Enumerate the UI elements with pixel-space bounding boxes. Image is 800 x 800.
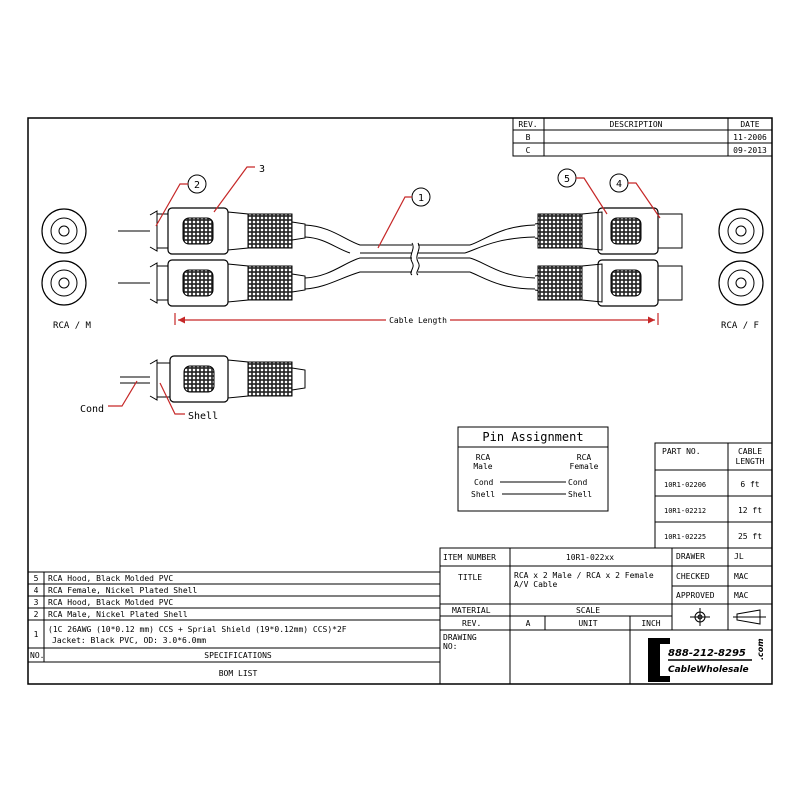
pin-assignment-title: Pin Assignment bbox=[482, 430, 583, 444]
item-number-label: ITEM NUMBER bbox=[443, 553, 496, 562]
pin-row-2-right: Shell bbox=[568, 490, 592, 499]
part-no-header: PART NO. bbox=[662, 447, 701, 456]
cable-length-header-2: LENGTH bbox=[736, 457, 765, 466]
rev-c: C bbox=[526, 146, 531, 155]
bom-row-5-no: 5 bbox=[34, 574, 39, 583]
callout-1: 1 bbox=[377, 187, 431, 249]
bom-row-4-spec: RCA Female, Nickel Plated Shell bbox=[48, 586, 197, 595]
part-row-3-part: 10R1-02225 bbox=[664, 533, 706, 541]
projection-symbol-icon bbox=[690, 608, 710, 626]
female-connector-bottom bbox=[534, 259, 683, 307]
part-row-1-length: 6 ft bbox=[740, 480, 759, 489]
shell-label: Shell bbox=[188, 411, 218, 422]
callout-3: 3 bbox=[213, 164, 265, 213]
bom-footer: BOM LIST bbox=[219, 669, 258, 678]
bom-spec-header: SPECIFICATIONS bbox=[204, 651, 272, 660]
checked-label: CHECKED bbox=[676, 572, 710, 581]
cable-length-header-1: CABLE bbox=[738, 447, 762, 456]
item-number-value: 10R1-022xx bbox=[566, 553, 614, 562]
part-row-3-length: 25 ft bbox=[738, 532, 762, 541]
rev-header: REV. bbox=[518, 120, 537, 129]
callout-5-number: 5 bbox=[564, 174, 570, 185]
pin-right-header-1: RCA bbox=[577, 453, 592, 462]
cable-length-label: Cable Length bbox=[389, 316, 447, 325]
pin-left-header-1: RCA bbox=[476, 453, 491, 462]
rev-b: B bbox=[526, 133, 531, 142]
pin-assignment-table: Pin Assignment RCA Male RCA Female Cond … bbox=[457, 426, 609, 512]
detail-male-connector: Cond Shell bbox=[80, 355, 306, 422]
drawer-label: DRAWER bbox=[676, 552, 705, 561]
male-connector-bottom bbox=[118, 259, 306, 307]
pin-row-2-left: Shell bbox=[471, 490, 495, 499]
cablewholesale-logo: 888-212-8295 CableWholesale .com bbox=[648, 638, 765, 682]
callout-3-number: 3 bbox=[259, 164, 265, 175]
cable-body bbox=[304, 224, 536, 290]
bom-row-2-no: 2 bbox=[34, 610, 39, 619]
approved-label: APPROVED bbox=[676, 591, 715, 600]
logo-phone: 888-212-8295 bbox=[668, 648, 746, 659]
part-row-2-length: 12 ft bbox=[738, 506, 762, 515]
callout-4: 4 bbox=[609, 173, 661, 219]
part-number-table: PART NO. CABLE LENGTH 10R1-02206 6 ft 10… bbox=[654, 442, 773, 549]
callout-1-number: 1 bbox=[418, 193, 424, 204]
pin-row-1-left: Cond bbox=[474, 478, 493, 487]
title-block: ITEM NUMBER 10R1-022xx TITLE RCA x 2 Mal… bbox=[439, 547, 773, 685]
rca-male-label: RCA / M bbox=[53, 321, 92, 331]
unit-label: UNIT bbox=[578, 619, 597, 628]
bom-row-3-no: 3 bbox=[34, 598, 39, 607]
callout-2: 2 bbox=[155, 174, 207, 227]
drawer-value: JL bbox=[734, 552, 744, 561]
description-header: DESCRIPTION bbox=[610, 120, 663, 129]
rev-value: A bbox=[526, 619, 531, 628]
bom-row-3-spec: RCA Hood, Black Molded PVC bbox=[48, 598, 173, 607]
drawing-no-label-2: NO: bbox=[443, 642, 457, 651]
rca-female-end-view bbox=[718, 208, 764, 306]
bom-no-header: NO. bbox=[30, 651, 44, 660]
logo-name: CableWholesale bbox=[668, 665, 749, 675]
female-connector-top bbox=[534, 207, 683, 255]
male-connector-top bbox=[118, 207, 306, 255]
rca-female-label: RCA / F bbox=[721, 321, 759, 331]
title-line-1: RCA x 2 Male / RCA x 2 Female bbox=[514, 571, 654, 580]
bom-row-1-spec-2: Jacket: Black PVC, OD: 3.0*6.0mm bbox=[52, 636, 206, 645]
callout-5: 5 bbox=[557, 168, 608, 215]
revision-table: REV. DESCRIPTION DATE B 11-2006 C 09-201… bbox=[512, 117, 773, 157]
bom-row-5-spec: RCA Hood, Black Molded PVC bbox=[48, 574, 173, 583]
unit-value: INCH bbox=[641, 619, 660, 628]
callout-4-number: 4 bbox=[616, 179, 622, 190]
title-label: TITLE bbox=[458, 573, 482, 582]
bom-row-1-no: 1 bbox=[34, 630, 39, 639]
rca-male-end-view bbox=[41, 208, 87, 306]
bom-row-4-no: 4 bbox=[34, 586, 39, 595]
approved-value: MAC bbox=[734, 591, 749, 600]
part-row-1-part: 10R1-02206 bbox=[664, 481, 706, 489]
pin-row-1-right: Cond bbox=[568, 478, 587, 487]
part-row-2-part: 10R1-02212 bbox=[664, 507, 706, 515]
pin-right-header-2: Female bbox=[570, 462, 599, 471]
date-b: 11-2006 bbox=[733, 133, 767, 142]
cond-label: Cond bbox=[80, 404, 104, 415]
bom-row-2-spec: RCA Male, Nickel Plated Shell bbox=[48, 610, 188, 619]
date-c: 09-2013 bbox=[733, 146, 767, 155]
rev-label: REV. bbox=[462, 619, 481, 628]
bom-row-1-spec-1: (1C 26AWG (10*0.12 mm) CCS + Sprial Shie… bbox=[48, 625, 347, 634]
scale-label: SCALE bbox=[576, 606, 600, 615]
drawing-no-label-1: DRAWING bbox=[443, 633, 477, 642]
title-line-2: A/V Cable bbox=[514, 580, 558, 589]
bom-table: 5 RCA Hood, Black Molded PVC 4 RCA Femal… bbox=[27, 571, 441, 685]
logo-suffix: .com bbox=[756, 638, 765, 660]
date-header: DATE bbox=[740, 120, 759, 129]
pin-left-header-2: Male bbox=[473, 462, 492, 471]
material-label: MATERIAL bbox=[452, 606, 491, 615]
checked-value: MAC bbox=[734, 572, 749, 581]
cone-symbol-icon bbox=[733, 609, 766, 625]
cable-length-dimension: Cable Length bbox=[174, 313, 659, 325]
callout-2-number: 2 bbox=[194, 180, 200, 191]
